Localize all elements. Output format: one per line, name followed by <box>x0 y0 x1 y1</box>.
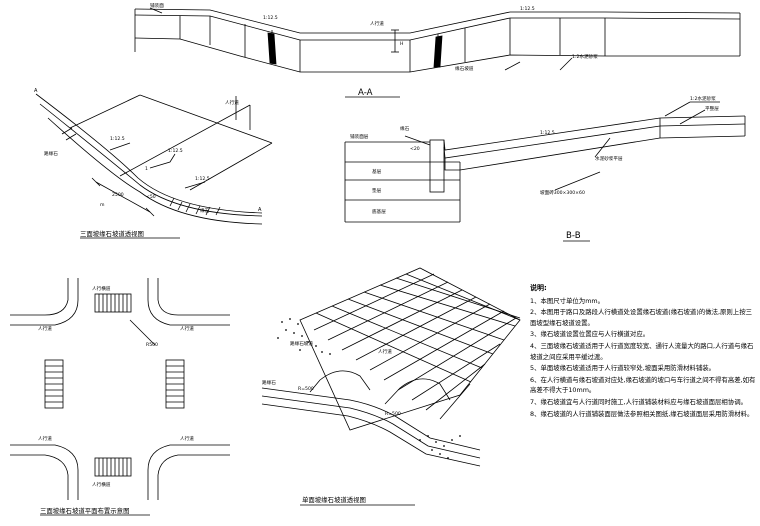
persp-dim: 2500 <box>112 192 124 198</box>
single-title: 单面坡缘石坡道透视图 <box>302 495 366 504</box>
single-label-l: 路缘石坡道 <box>290 340 313 347</box>
plan-label-cross-b: 人行横道 <box>92 481 111 488</box>
persp-w: <50 <box>146 194 156 200</box>
single-label-r1: 人行道 <box>378 348 392 355</box>
tactile-dots <box>277 318 461 459</box>
bb-bottom-note: 坡面砖300×300×60 <box>540 189 585 196</box>
note-item-5: 5、单面坡缘石坡道适用于人行道较窄处,坡面采用防滑材料铺装。 <box>530 364 716 373</box>
persp-slope2: 1:12.5 <box>168 148 183 154</box>
notes-heading: 说明: <box>530 284 547 292</box>
aa-slope-left: 1:12.5 <box>263 15 278 21</box>
bb-title: B-B <box>566 231 581 241</box>
perspective-three-slope <box>35 93 273 239</box>
perspective-single-slope <box>261 267 521 506</box>
single-label-road: 路缘石 <box>262 379 276 386</box>
aa-right-edge-label: 1:2水泥砂浆 <box>572 53 598 60</box>
plan-dim: R500 <box>146 342 158 348</box>
aa-slope-right: 1:12.5 <box>520 6 535 12</box>
plan-label-walk-r: 人行道 <box>180 325 194 332</box>
note-item-1: 1、本图尺寸单位为mm。 <box>530 296 605 305</box>
single-r2: R=500 <box>385 411 401 417</box>
note-item-2: 2、本图用于路口及路段人行横道处设置缘石坡道(缘石坡道)的做法,原则上按三面坡型… <box>530 308 752 327</box>
plan-label-walk-bl: 人行道 <box>38 435 52 442</box>
bb-slope: 1:12.5 <box>540 130 555 136</box>
persp-right-note: 缘石 <box>200 207 210 214</box>
plan-title: 三面坡缘石坡道平面布置示意图 <box>40 506 129 515</box>
persp-title: 三面坡缘石坡道透视图 <box>80 229 144 238</box>
aa-title: A-A <box>358 88 373 98</box>
section-a-a <box>134 7 741 98</box>
bb-layer3: 底基层 <box>372 208 386 215</box>
bb-top-label2: 平整层 <box>705 105 719 112</box>
bb-top-label: 1:2水泥砂浆 <box>690 95 716 102</box>
plan-label-walk-br: 人行道 <box>180 435 194 442</box>
single-r1: R=500 <box>298 386 314 392</box>
plan-intersection <box>10 278 230 516</box>
bb-right-label: 水泥砂浆平层 <box>595 155 623 162</box>
persp-slope3: 1:12.5 <box>195 176 210 182</box>
notes-panel: 说明: 1、本图尺寸单位为mm。 2、本图用于路口及路段人行横道处设置缘石坡道(… <box>530 283 756 420</box>
persp-slope1: 1:12.5 <box>110 136 125 142</box>
aa-top-left-label: 铺装面 <box>150 2 164 9</box>
bb-layer1: 基层 <box>372 168 382 175</box>
persp-left-note: 路缘石 <box>44 150 58 157</box>
plan-label-tl: 人行横道 <box>92 285 111 292</box>
aa-dim-label: H <box>400 41 403 47</box>
note-item-6: 6、在人行横道与缘石坡道对应处,缘石坡道的坡口与车行道之间不得有高差,如有高差不… <box>530 375 756 395</box>
plan-label-walk-l: 人行道 <box>38 325 52 332</box>
bb-curb: 缘石 <box>400 125 410 132</box>
bb-layer2: 垫层 <box>372 187 382 194</box>
note-item-7: 7、缘石坡道宜与人行道同时施工,人行道铺装材料应与缘石坡道面层相协调。 <box>530 397 747 406</box>
persp-label-a2: A <box>258 207 262 213</box>
bb-dim: <20 <box>410 146 420 152</box>
persp-walk-label: 人行道 <box>225 99 239 106</box>
persp-small: m <box>100 203 105 208</box>
note-item-4: 4、三面坡缘石坡道适用于人行道宽度较宽、通行人流量大的路口,人行道与缘石坡道之间… <box>530 341 754 361</box>
note-item-8: 8、缘石坡道的人行道铺装面层做法参照相关图纸,缘石坡道面层采用防滑材料。 <box>530 409 754 418</box>
aa-mid-label: 人行道 <box>370 20 384 27</box>
section-b-b <box>344 101 746 242</box>
persp-label-a: A <box>34 88 38 94</box>
note-item-3: 3、缘石坡道设置位置应与人行横道对应。 <box>530 330 650 339</box>
bb-left-top: 铺装面层 <box>350 133 369 140</box>
aa-curb-label: 缘石坡道 <box>455 65 474 72</box>
persp-one-label: 1 <box>145 166 148 172</box>
